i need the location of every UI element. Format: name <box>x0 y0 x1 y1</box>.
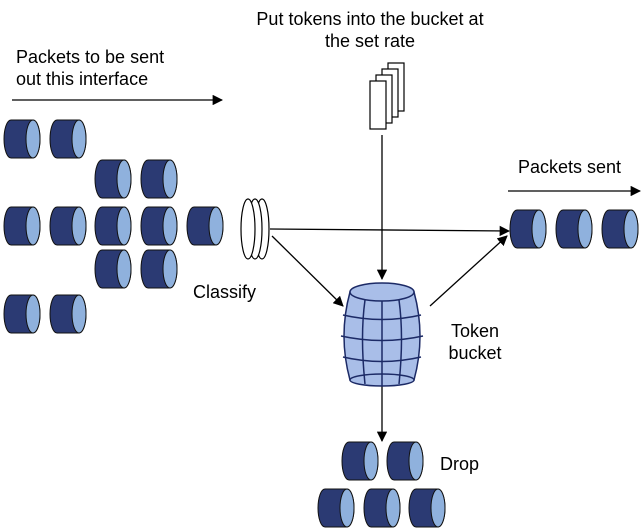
packet-icon <box>555 209 593 249</box>
packet-icon <box>49 119 87 159</box>
packet-icon <box>94 159 132 199</box>
packet-icon <box>186 206 224 246</box>
drop-label: Drop <box>440 454 480 474</box>
incoming-packets-label: Packets to be sent out this interface <box>16 46 164 90</box>
packets-group <box>3 119 639 528</box>
classifier-icon <box>240 198 270 260</box>
token-rate-line2: the set rate <box>324 31 416 51</box>
packet-icon <box>49 294 87 334</box>
packet-icon <box>3 206 41 246</box>
token-bucket-line1: Token <box>450 321 500 341</box>
packet-icon <box>140 206 178 246</box>
packet-icon <box>3 119 41 159</box>
packet-icon <box>601 209 639 249</box>
packet-icon <box>94 206 132 246</box>
incoming-label-line2: out this interface <box>16 69 149 89</box>
packet-icon <box>140 159 178 199</box>
packet-icon <box>341 441 379 481</box>
token-rate-label: Put tokens into the bucket at the set ra… <box>240 8 500 52</box>
token-bucket-icon <box>340 282 424 387</box>
classify-label: Classify <box>193 282 257 302</box>
packet-icon <box>3 294 41 334</box>
flow-lines <box>12 94 642 443</box>
packet-icon <box>408 488 446 528</box>
token-rate-line1: Put tokens into the bucket at <box>256 9 484 29</box>
packet-icon <box>49 206 87 246</box>
packet-icon <box>509 209 547 249</box>
packet-icon <box>317 488 355 528</box>
token-bucket-line2: bucket <box>448 343 502 363</box>
token-bucket-label: Token bucket <box>440 320 510 364</box>
bucket-to-output-arrow <box>429 235 508 307</box>
classify-to-bucket-arrow <box>271 235 344 307</box>
incoming-label-line1: Packets to be sent <box>16 47 165 67</box>
packet-icon <box>363 488 401 528</box>
packets-sent-label: Packets sent <box>518 157 622 177</box>
classify-to-output-arrow <box>269 225 511 237</box>
packet-icon <box>386 441 424 481</box>
token-cards-icon <box>369 62 405 130</box>
packet-icon <box>94 249 132 289</box>
packet-icon <box>140 249 178 289</box>
